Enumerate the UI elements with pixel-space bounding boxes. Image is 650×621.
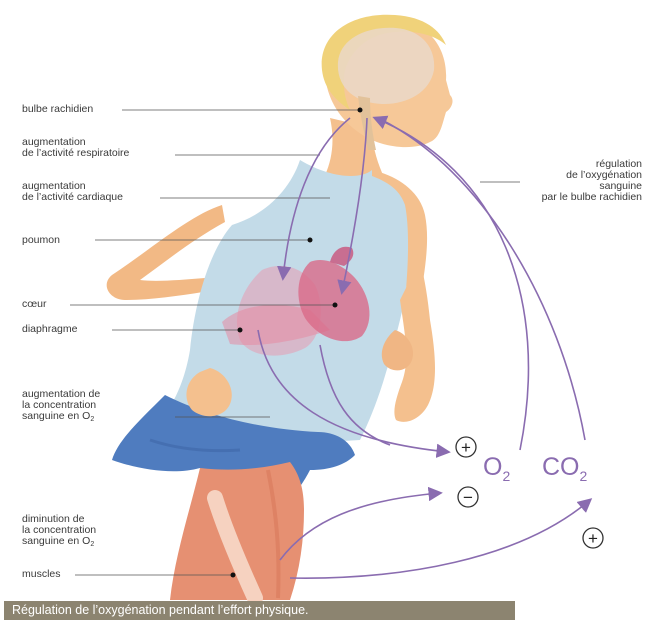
plus-sign-co2: +	[588, 529, 598, 548]
label-activite-cardiaque: augmentationde l’activité cardiaque	[22, 181, 123, 203]
co2-label: CO2	[542, 453, 587, 484]
label-poumon: poumon	[22, 235, 60, 246]
caption: Régulation de l’oxygénation pendant l’ef…	[12, 603, 309, 617]
label-activite-respiratoire: augmentationde l’activité respiratoire	[22, 137, 129, 159]
label-regulation: régulationde l’oxygénation sanguinepar l…	[542, 159, 642, 203]
plus-sign-o2: +	[461, 438, 471, 457]
label-diaphragme: diaphragme	[22, 324, 77, 335]
o2-label: O2	[483, 453, 510, 484]
label-diminution-o2: diminution dela concentration sanguine e…	[22, 514, 96, 550]
brain	[338, 28, 434, 104]
label-augmentation-o2: augmentation dela concentration sanguine…	[22, 389, 100, 425]
leg	[170, 462, 304, 600]
minus-sign-o2: −	[463, 488, 473, 507]
label-coeur: cœur	[22, 299, 47, 310]
label-muscles: muscles	[22, 569, 61, 580]
label-bulbe-rachidien: bulbe rachidien	[22, 104, 93, 115]
